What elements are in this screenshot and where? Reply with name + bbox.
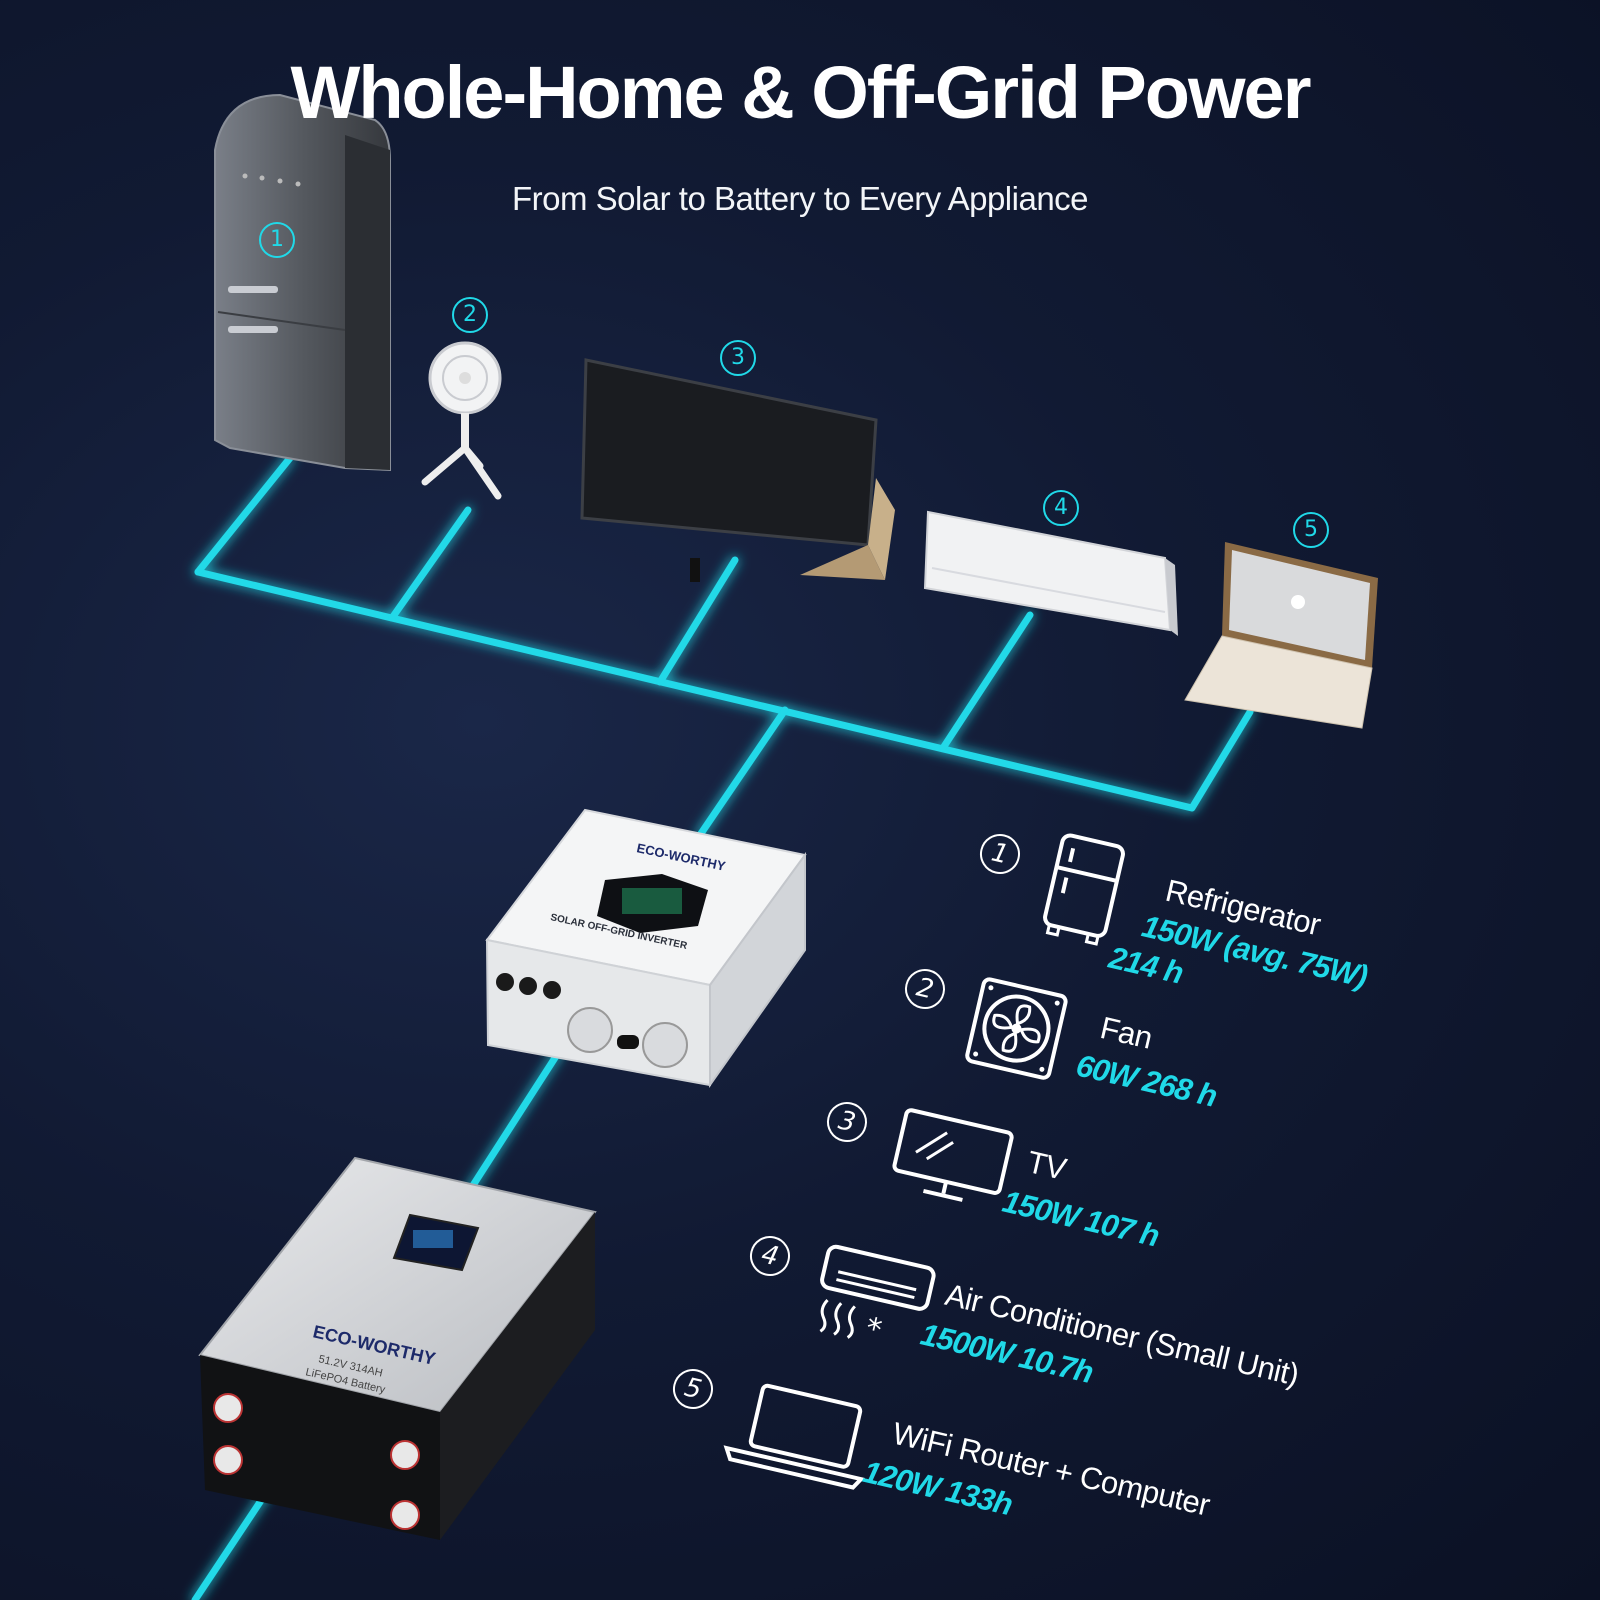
marker-fan: 2	[452, 297, 488, 333]
refrigerator-icon	[1043, 833, 1125, 946]
refrigerator-illustration	[214, 93, 391, 472]
laptop-illustration	[1184, 542, 1378, 729]
fan-icon	[965, 977, 1068, 1080]
inverter-illustration: ECO-WORTHY SOLAR OFF-GRID INVERTER	[485, 808, 807, 1089]
fridge-branch-line	[194, 454, 294, 576]
air-conditioner-icon: *	[819, 1244, 936, 1348]
legend-num: 2	[901, 965, 949, 1013]
svg-text:*: *	[862, 1311, 884, 1348]
inverter-branch-line	[696, 706, 789, 839]
legend-num: 5	[669, 1365, 717, 1413]
legend-num: 4	[746, 1232, 794, 1280]
air-conditioner-illustration	[923, 510, 1178, 636]
ac-branch-line	[939, 611, 1034, 752]
legend-power: 150W 107 h	[999, 1183, 1163, 1254]
legend-name: TV	[1023, 1144, 1070, 1187]
legend-name: Fan	[1097, 1009, 1156, 1056]
tv-branch-line	[656, 556, 739, 686]
page-title: Whole-Home & Off-Grid Power	[290, 51, 1312, 134]
fan-illustration	[421, 341, 502, 500]
fan-branch-line	[388, 506, 472, 622]
marker-refrigerator: 1	[259, 222, 295, 258]
power-lines	[191, 454, 1254, 1600]
battery-illustration: ECO-WORTHY 51.2V 314AH LiFePO4 Battery	[198, 1156, 597, 1540]
tv-icon	[892, 1108, 1014, 1202]
tv-illustration	[580, 358, 895, 582]
marker-tv: 3	[720, 340, 756, 376]
legend-power: 60W 268 h	[1072, 1047, 1220, 1114]
marker-laptop: 5	[1293, 512, 1329, 548]
page-subtitle: From Solar to Battery to Every Appliance	[511, 180, 1089, 217]
legend-num: 3	[823, 1098, 871, 1146]
marker-air-conditioner: 4	[1043, 490, 1079, 526]
battery-out-line	[191, 1486, 272, 1600]
main-bus-line	[194, 568, 1254, 812]
legend-num: 1	[976, 830, 1024, 878]
inverter-to-battery-line	[466, 1046, 564, 1194]
laptop-icon	[723, 1383, 865, 1490]
